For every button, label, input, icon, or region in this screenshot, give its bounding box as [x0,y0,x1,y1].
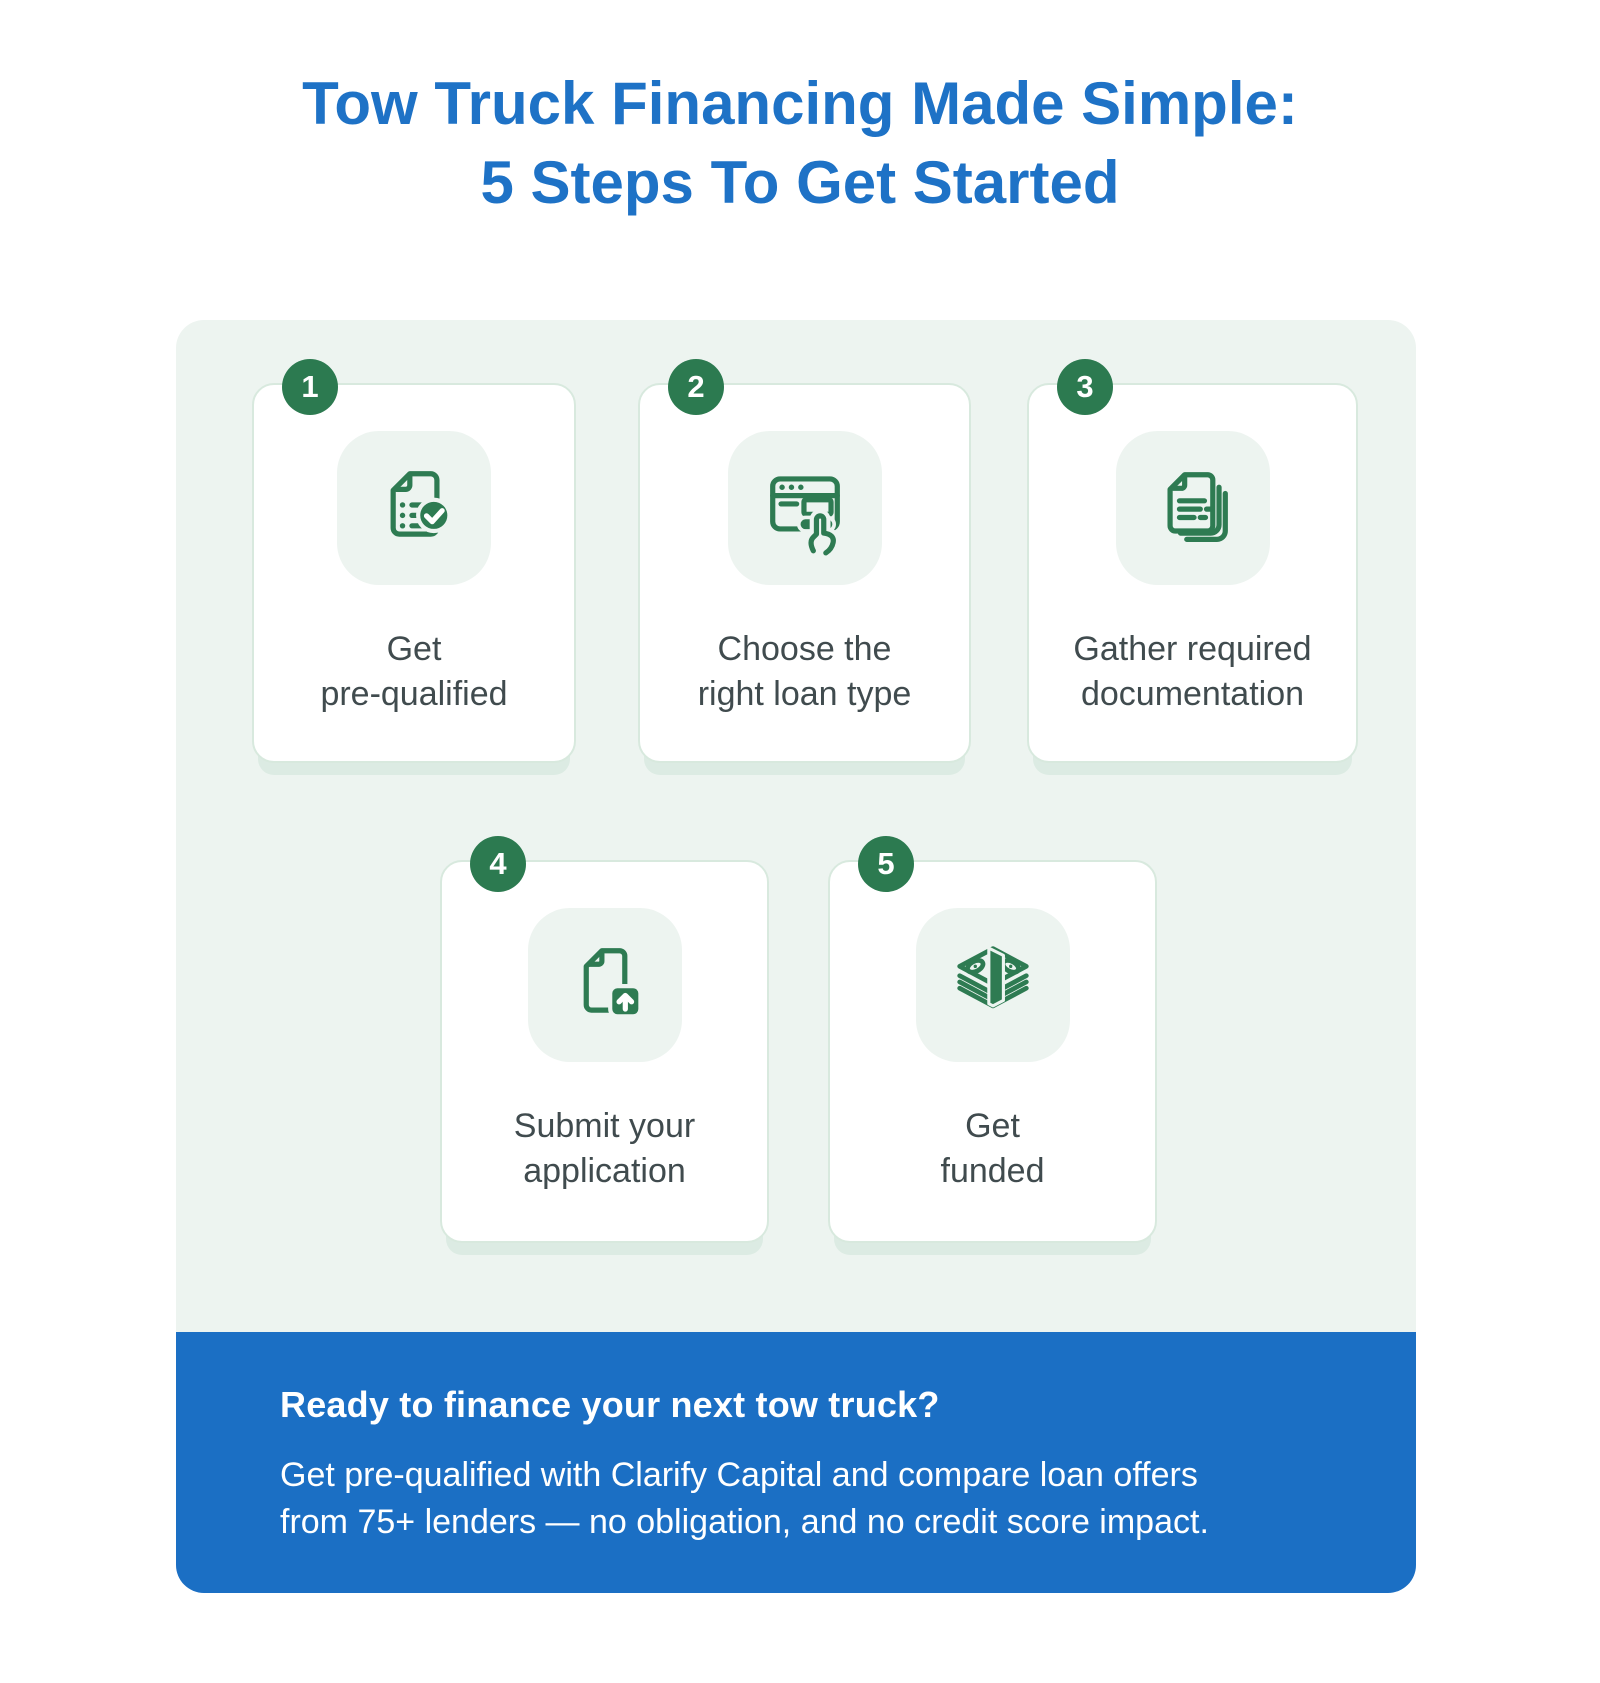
icon-tile [1115,431,1270,585]
step-number-badge: 1 [282,359,338,415]
document-check-icon [364,456,464,561]
step-number-badge: 5 [858,836,914,892]
step-label: Get funded [940,1107,1045,1190]
step-card-1: 1 Get pre-qualified [252,359,576,763]
step-card-5: 5 Get funded [828,836,1157,1243]
cta-body: Get pre-qualified with Clarify Capital a… [280,1452,1336,1546]
step-label: Gather required documentation [1073,630,1312,713]
step-label: Get pre-qualified [320,630,508,713]
step-number-badge: 3 [1057,359,1113,415]
step-label: Submit your application [513,1107,696,1190]
icon-tile [337,431,491,585]
cta-body-line2: from 75+ lenders — no obligation, and no… [280,1503,1209,1541]
icon-tile [527,908,682,1062]
icon-tile [727,431,882,585]
page-title-line2: 5 Steps To Get Started [480,149,1120,216]
icon-tile [915,908,1070,1062]
upload-document-icon [555,933,655,1038]
cta-banner: Ready to finance your next tow truck? Ge… [176,1332,1416,1593]
step-number-badge: 2 [668,359,724,415]
step-label: Choose the right loan type [697,630,912,713]
cta-heading: Ready to finance your next tow truck? [280,1384,940,1425]
step-card-3: 3 Gather required documentation [1027,359,1358,763]
documents-stack-icon [1143,456,1243,561]
step-card-2: 2 Choose the right loan type [638,359,971,763]
page-title-line1: Tow Truck Financing Made Simple: [302,70,1298,137]
browser-select-icon [755,456,855,561]
step-number-badge: 4 [470,836,526,892]
cta-body-line1: Get pre-qualified with Clarify Capital a… [280,1456,1198,1494]
step-card-4: 4 Submit your application [440,836,769,1243]
page-title: Tow Truck Financing Made Simple: 5 Steps… [0,64,1600,222]
cash-stack-icon [943,933,1043,1038]
